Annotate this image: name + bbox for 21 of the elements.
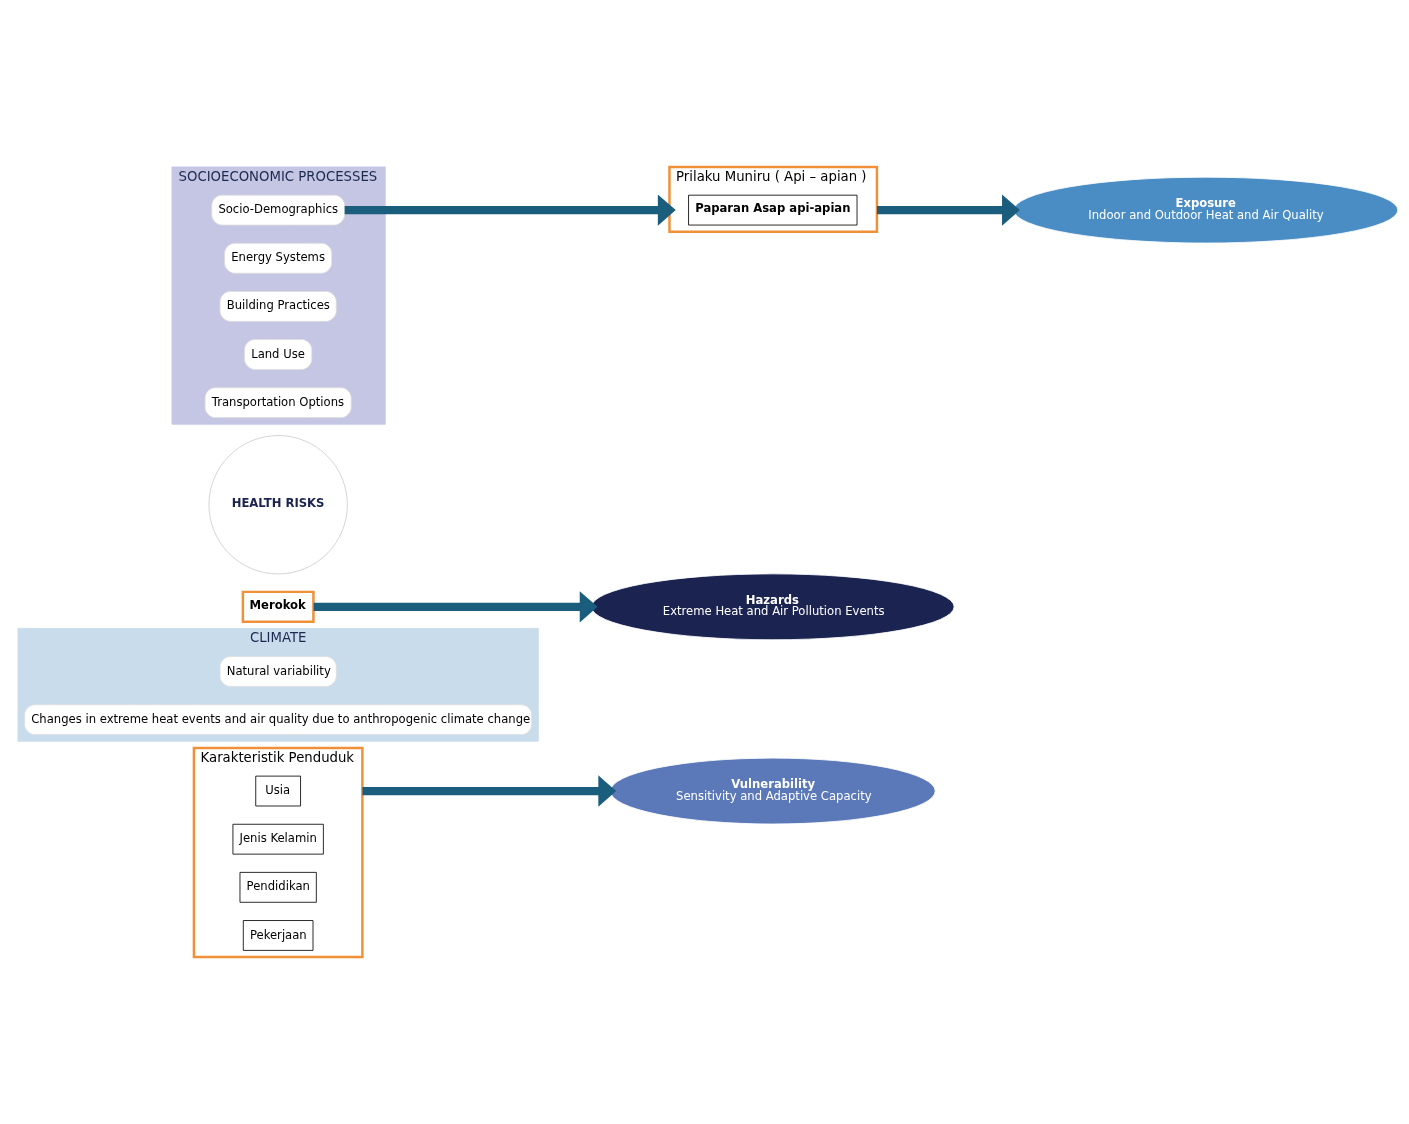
arrow bbox=[362, 775, 617, 807]
node-box: Building Practices bbox=[219, 291, 337, 322]
node-ellipse: Hazards Extreme Heat and Air Pollution Events bbox=[591, 573, 955, 641]
node-box: Pekerjaan bbox=[242, 920, 314, 951]
node-box: Land Use bbox=[244, 339, 313, 370]
node-box: Usia bbox=[255, 775, 301, 807]
arrow bbox=[344, 194, 676, 226]
arrow bbox=[876, 194, 1020, 226]
node-box: Changes in extreme heat events and air quality due to anthropogenic climate change bbox=[24, 704, 533, 736]
node-circle: HEALTH RISKS bbox=[208, 435, 348, 575]
node-ellipse: Exposure Indoor and Outdoor Heat and Air Quality bbox=[1013, 176, 1399, 244]
arrow bbox=[313, 591, 598, 623]
node-box: Socio-Demographics bbox=[211, 194, 345, 226]
node-box: Merokok bbox=[241, 590, 315, 623]
node-box: Paparan Asap api-apian bbox=[688, 194, 858, 226]
node-box: Jenis Kelamin bbox=[232, 823, 324, 855]
node-box: Natural variability bbox=[219, 656, 337, 687]
node-ellipse: Vulnerability Sensitivity and Adaptive Capacity bbox=[609, 757, 936, 825]
node-box: Energy Systems bbox=[224, 242, 333, 274]
node-box: Transportation Options bbox=[204, 387, 352, 418]
node-box: Pendidikan bbox=[239, 871, 317, 903]
